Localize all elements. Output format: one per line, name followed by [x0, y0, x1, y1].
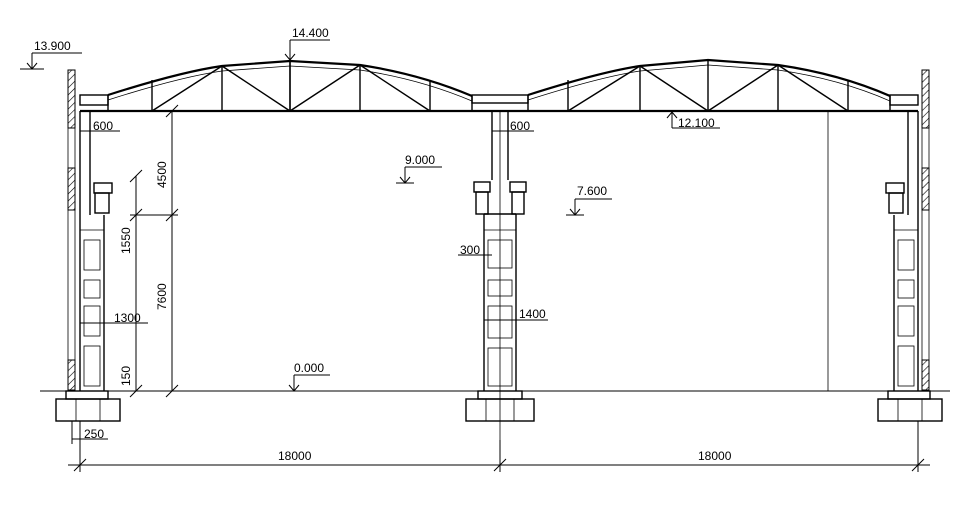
dim-span-left: 18000 [278, 449, 312, 463]
elev-marker-crane-left [396, 166, 442, 184]
dim-col-upper-height: 4500 [155, 161, 169, 188]
elev-marker-crane-right [566, 198, 612, 216]
roof-truss-left [80, 59, 500, 113]
right-foundation [877, 390, 943, 422]
dim-crane-beam-height: 1550 [119, 227, 133, 254]
mid-eave-cap [471, 94, 529, 104]
elev-marker-truss-bottom [666, 111, 720, 129]
elev-marker-ridge [284, 39, 330, 61]
right-eave-cap [889, 94, 919, 106]
left-foundation [55, 390, 121, 422]
small-horizontal-dims [71, 130, 548, 444]
elev-ground: 0.000 [294, 361, 324, 375]
span-dimension-line [68, 421, 930, 472]
right-wall [921, 69, 930, 391]
dim-mid-lower-col-width: 1400 [519, 307, 546, 321]
dim-span-right: 18000 [698, 449, 732, 463]
elev-crane-rail-left: 9.000 [405, 153, 435, 167]
right-column [827, 111, 919, 391]
middle-foundation [465, 390, 535, 422]
elev-ridge: 14.400 [292, 26, 329, 40]
vertical-dimension-chain [104, 104, 179, 398]
dim-left-eave-width: 600 [93, 119, 113, 133]
elev-marker-wall-top [20, 52, 82, 70]
elev-crane-rail-right: 7.600 [577, 184, 607, 198]
elev-wall-top: 13.900 [34, 39, 71, 53]
dim-outer-col-offset: 250 [84, 427, 104, 441]
dim-base-offset: 150 [119, 366, 133, 386]
left-eave-cap [79, 94, 109, 106]
elev-marker-ground [288, 374, 330, 392]
dim-mid-upper-col-offset: 300 [460, 243, 480, 257]
elev-truss-bottom: 12.100 [678, 116, 715, 130]
left-wall [67, 69, 76, 391]
dim-mid-eave-width: 600 [510, 119, 530, 133]
left-column [79, 111, 113, 391]
roof-truss-right [500, 58, 918, 113]
dim-lower-col-width: 1300 [114, 311, 141, 325]
dim-col-lower-height: 7600 [155, 283, 169, 310]
middle-column [473, 111, 527, 440]
